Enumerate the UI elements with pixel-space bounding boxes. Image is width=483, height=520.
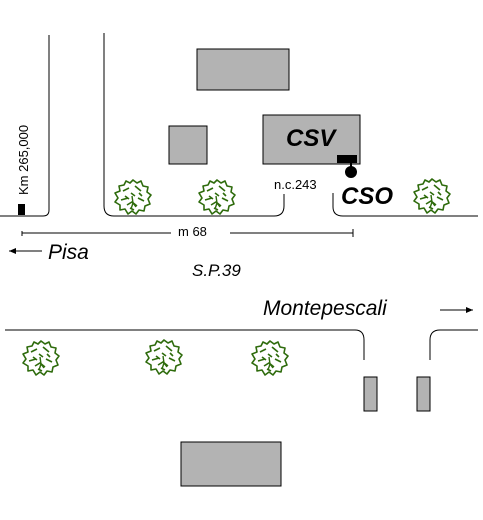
- road-edge-lower: [5, 329, 365, 360]
- tree-icon: [413, 178, 451, 214]
- road-label: S.P.39: [192, 261, 241, 280]
- arrow-left-icon: [9, 248, 42, 254]
- tree-icon: [22, 340, 60, 376]
- tree-icon: [114, 179, 152, 215]
- building-north: [196, 48, 290, 91]
- tree-icon: [251, 340, 289, 376]
- gate-pillar-left: [363, 376, 378, 412]
- cso-connector: [337, 155, 357, 163]
- cso-label: CSO: [341, 183, 393, 210]
- distance-label: m 68: [178, 224, 207, 239]
- tree-icon: [145, 339, 183, 375]
- road-edge-driveway: [103, 33, 285, 217]
- arrow-right-icon: [440, 307, 473, 313]
- road-edge-lower-right: [429, 329, 478, 360]
- tree-icon: [198, 179, 236, 215]
- distance-dimension: [21, 229, 354, 237]
- km-marker-label: Km 265,000: [16, 125, 31, 195]
- building-south: [180, 441, 282, 487]
- montepescali-label: Montepescali: [263, 297, 388, 320]
- road-edge-left-vertical: [0, 35, 50, 217]
- pisa-label: Pisa: [48, 241, 89, 264]
- road-edge-right-upper: [332, 193, 478, 217]
- building-small: [168, 125, 208, 165]
- km-marker-post: [18, 204, 25, 215]
- house-number: n.c.243: [274, 177, 317, 192]
- gate-pillar-right: [416, 376, 431, 412]
- marker-icon: [345, 166, 357, 178]
- csv-label: CSV: [286, 125, 337, 152]
